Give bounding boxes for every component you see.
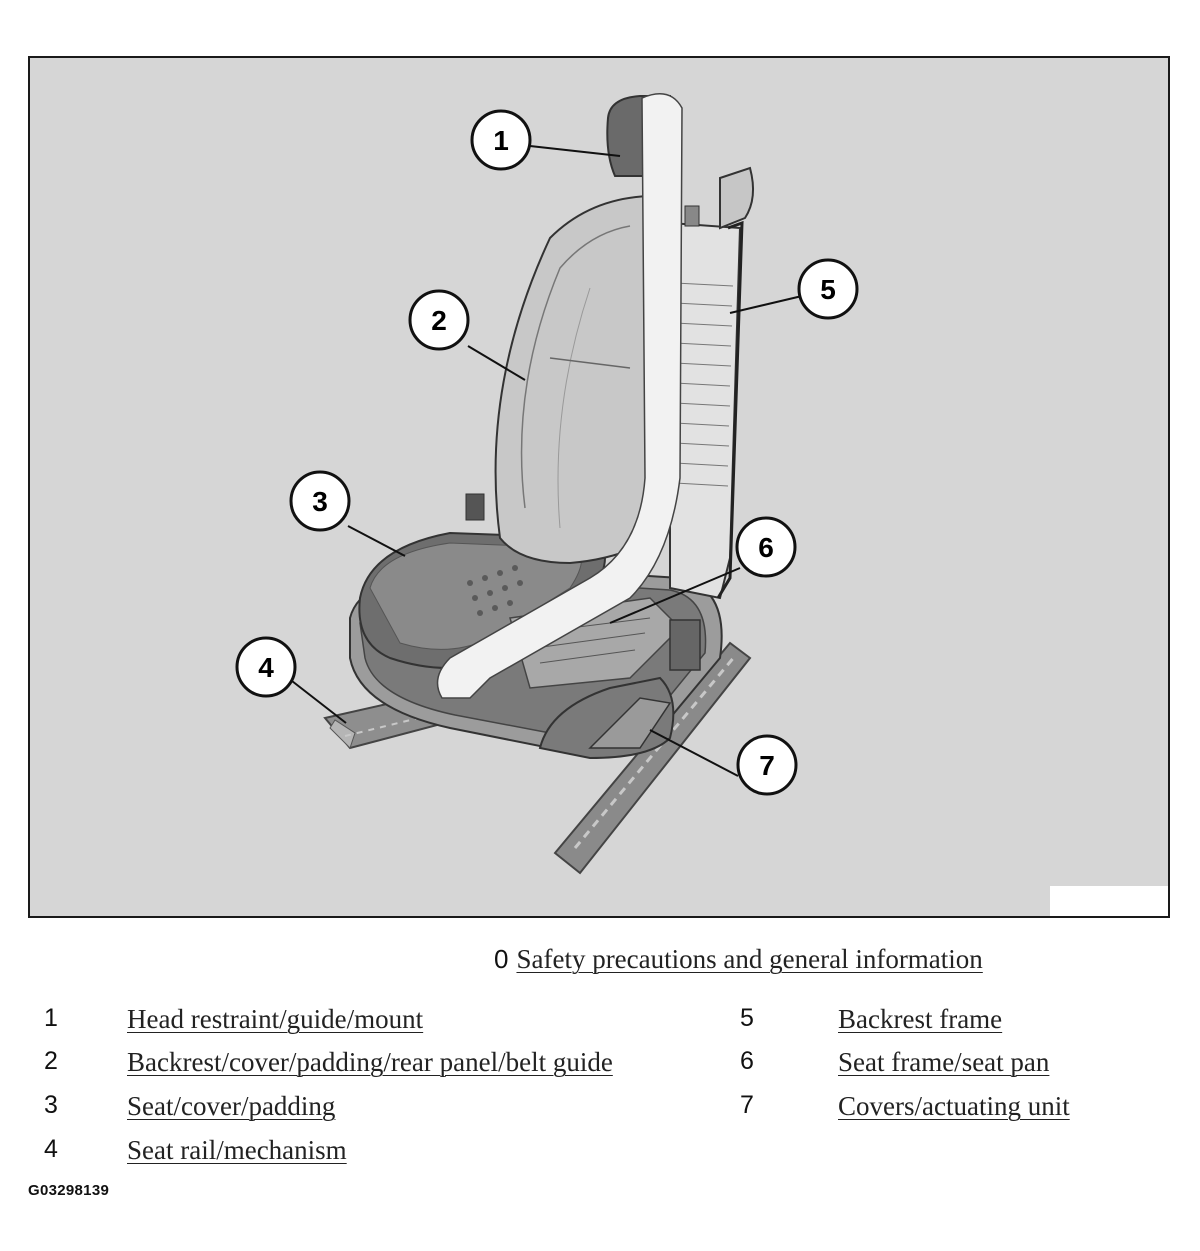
legend-number: 2 [44,1047,58,1075]
legend-link[interactable]: Seat rail/mechanism [127,1135,347,1165]
callout-3: 3 [289,470,351,532]
legend-link[interactable]: Head restraint/guide/mount [127,1004,424,1034]
safety-link[interactable]: Safety precautions and general informati… [516,944,983,974]
callout-7: 7 [736,734,798,796]
callout-4: 4 [235,636,297,698]
legend-number: 5 [740,1004,754,1032]
callout-1: 1 [470,109,532,171]
callout-6: 6 [735,516,797,578]
side-covers [538,619,701,760]
legend-number: 6 [740,1047,754,1075]
legend-link[interactable]: Seat frame/seat pan [838,1047,1050,1077]
seat-cushion [358,531,606,669]
callout-2: 2 [408,289,470,351]
callout-label: 6 [758,532,774,563]
seat-diagram-figure: 1 2 3 4 5 6 7 [28,56,1170,918]
callout-label: 2 [431,305,447,336]
leader-lines [291,145,803,777]
backrest-cushion [465,194,671,565]
legend-link[interactable]: Backrest/cover/padding/rear panel/belt g… [127,1047,613,1077]
callout-label: 7 [759,750,775,781]
seat-illustration: 1 2 3 4 5 6 7 [235,93,859,875]
legend-number: 3 [44,1091,58,1119]
figure-code: G03298139 [28,1182,110,1199]
legend-number: 7 [740,1091,754,1119]
callout-5: 5 [797,258,859,320]
callout-label: 1 [493,125,509,156]
legend-number: 1 [44,1004,58,1032]
legend-link[interactable]: Backrest frame [838,1004,1003,1034]
foam-cross-section [436,93,683,699]
legend-link[interactable]: Seat/cover/padding [127,1091,336,1121]
callout-label: 4 [258,652,274,683]
callout-label: 3 [312,486,328,517]
safety-number: 0 [494,944,509,974]
legend-number: 4 [44,1135,58,1163]
callout-label: 5 [820,274,836,305]
figure-corner-mask [1050,886,1168,916]
legend-link[interactable]: Covers/actuating unit [838,1091,1070,1121]
